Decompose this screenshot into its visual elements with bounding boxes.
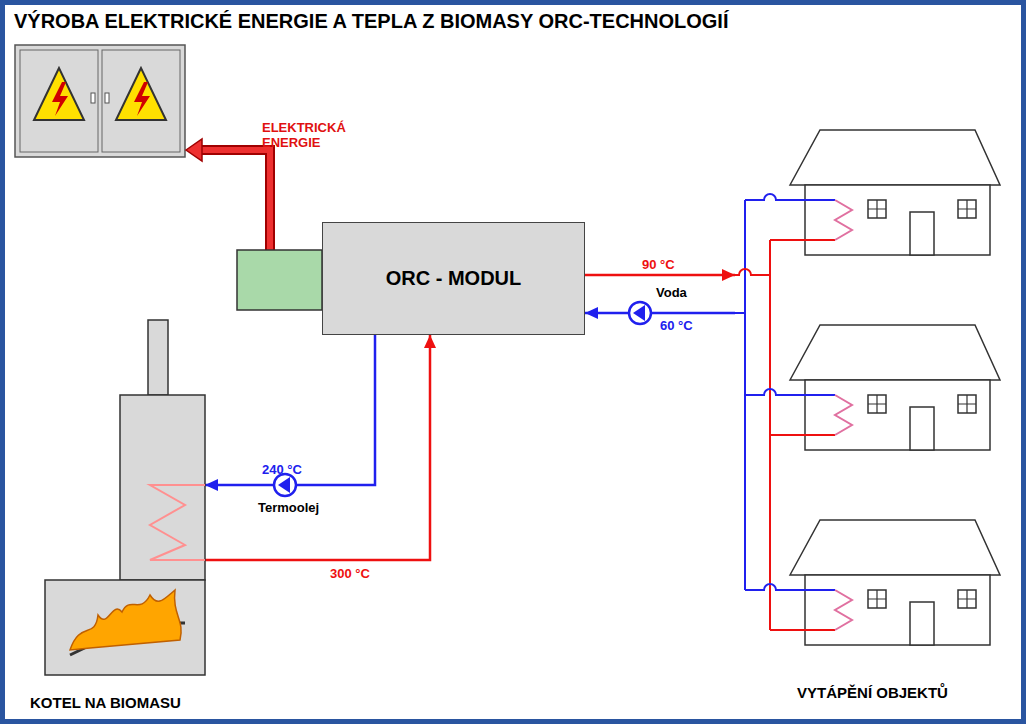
diagram-title: VÝROBA ELEKTRICKÉ ENERGIE A TEPLA Z BIOM… [14, 10, 728, 33]
radiator-coil [835, 200, 852, 240]
house-roof [790, 325, 1000, 380]
house-window [868, 200, 886, 218]
arrow-head [424, 335, 436, 348]
window-frame [958, 395, 976, 413]
node-text: KOTEL NA BIOMASU [30, 694, 181, 711]
window-frame [958, 200, 976, 218]
house-door [910, 407, 934, 450]
house-window [868, 395, 886, 413]
window-frame [958, 590, 976, 608]
node-text: ORC - MODUL [386, 267, 522, 290]
house-window [958, 590, 976, 608]
switchgear-cabinet [15, 45, 185, 157]
biomass-boiler [45, 320, 205, 675]
electricity-arrow [186, 139, 270, 250]
heated-houses [735, 130, 1000, 645]
generator-box [237, 250, 322, 310]
window-frame [868, 590, 886, 608]
supply-branch [770, 239, 835, 241]
house-body [805, 380, 990, 450]
energy-label: ELEKTRICKÁ ENERGIE [262, 120, 342, 150]
house-door [910, 602, 934, 645]
house-window [868, 590, 886, 608]
boiler-node: KOTEL NA BIOMASU [30, 320, 205, 715]
temperature-label: 300 °C [330, 566, 370, 581]
supply-pipe [735, 269, 770, 275]
radiator-coil [835, 590, 852, 630]
temperature-label: 240 °C [262, 462, 302, 477]
pipe-connector [205, 335, 375, 491]
pipe-line [205, 335, 430, 560]
house-window [958, 200, 976, 218]
node-text: VYTÁPĚNÍ OBJEKTŮ [797, 684, 948, 701]
medium-label: Voda [656, 285, 716, 300]
pipe-line [205, 335, 375, 485]
radiator-coil [835, 395, 852, 435]
temperature-label: 90 °C [642, 257, 675, 272]
pipe-connector [205, 335, 436, 560]
return-branch [745, 389, 835, 395]
pipe-line [585, 312, 735, 315]
house-roof [790, 520, 1000, 575]
arrow-head [585, 307, 598, 319]
return-branch [745, 584, 835, 590]
supply-branch [770, 629, 835, 631]
orc-module-box: ORC - MODUL [322, 222, 585, 335]
house-door [910, 212, 934, 255]
medium-label: Termoolej [258, 500, 348, 515]
house-body [805, 185, 990, 255]
window-frame [868, 200, 886, 218]
house-body [805, 575, 990, 645]
house-window [958, 395, 976, 413]
heating-node: VYTÁPĚNÍ OBJEKTŮ [735, 110, 1010, 715]
temperature-label: 60 °C [660, 318, 693, 333]
return-branch [745, 194, 835, 200]
arrow-head [722, 269, 735, 281]
arrow-head [205, 479, 218, 491]
house-roof [790, 130, 1000, 185]
supply-branch [770, 434, 835, 436]
pipe-connector [585, 307, 735, 319]
pipe-line [585, 274, 735, 277]
return-pipe [735, 312, 745, 314]
window-frame [868, 395, 886, 413]
